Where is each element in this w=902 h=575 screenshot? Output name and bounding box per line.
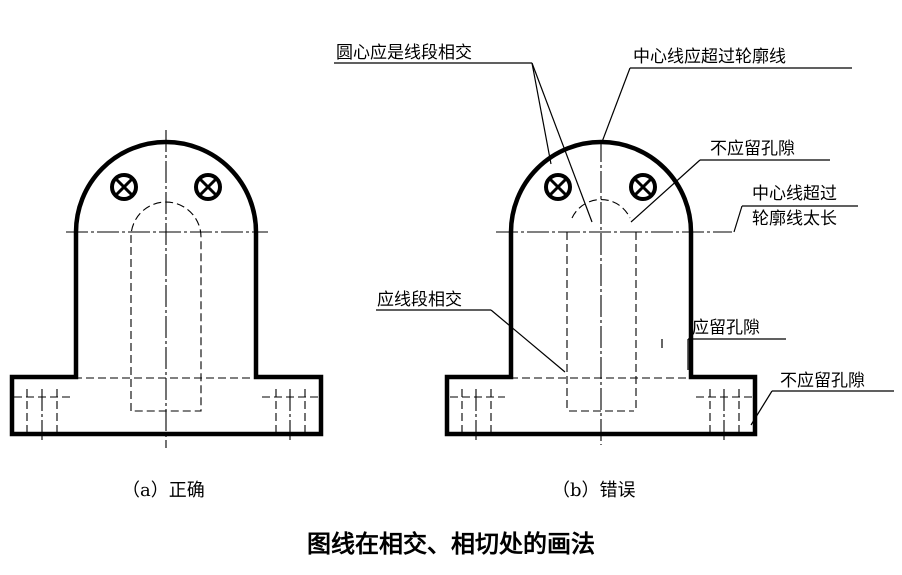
outline-wrong bbox=[444, 139, 758, 437]
hole-left-wrong bbox=[544, 173, 572, 201]
label-centerline-exceed: 中心线应超过轮廓线 bbox=[633, 47, 786, 67]
label-circle-center: 圆心应是线段相交 bbox=[336, 43, 472, 63]
hidden-bolt-right-wrong bbox=[696, 389, 752, 440]
label-should-intersect: 应线段相交 bbox=[377, 290, 462, 310]
hidden-bolt-left-correct bbox=[14, 389, 70, 440]
label-centerline-too-long-1: 中心线超过 bbox=[752, 184, 837, 204]
figure-title: 图线在相交、相切处的画法 bbox=[307, 530, 595, 558]
figure-wrong bbox=[334, 62, 894, 445]
hidden-bolt-right-correct bbox=[262, 389, 318, 440]
label-no-gap-top: 不应留孔隙 bbox=[710, 139, 795, 159]
outline-correct bbox=[9, 139, 324, 437]
hole-left-correct bbox=[110, 173, 138, 201]
hidden-slot-wrong bbox=[566, 198, 637, 412]
hole-right-wrong bbox=[629, 173, 657, 201]
label-should-gap: 应留孔隙 bbox=[692, 318, 760, 338]
hidden-bolt-left-wrong bbox=[450, 389, 505, 440]
label-no-gap-bottom: 不应留孔隙 bbox=[780, 371, 865, 391]
hidden-slot-correct bbox=[130, 201, 202, 412]
figure-correct bbox=[9, 130, 324, 448]
caption-correct: （a）正确 bbox=[122, 480, 205, 501]
hole-right-correct bbox=[194, 173, 222, 201]
leader-lines bbox=[334, 62, 894, 426]
label-centerline-too-long-2: 轮廓线太长 bbox=[752, 209, 837, 229]
caption-wrong: （b）错误 bbox=[552, 480, 636, 501]
